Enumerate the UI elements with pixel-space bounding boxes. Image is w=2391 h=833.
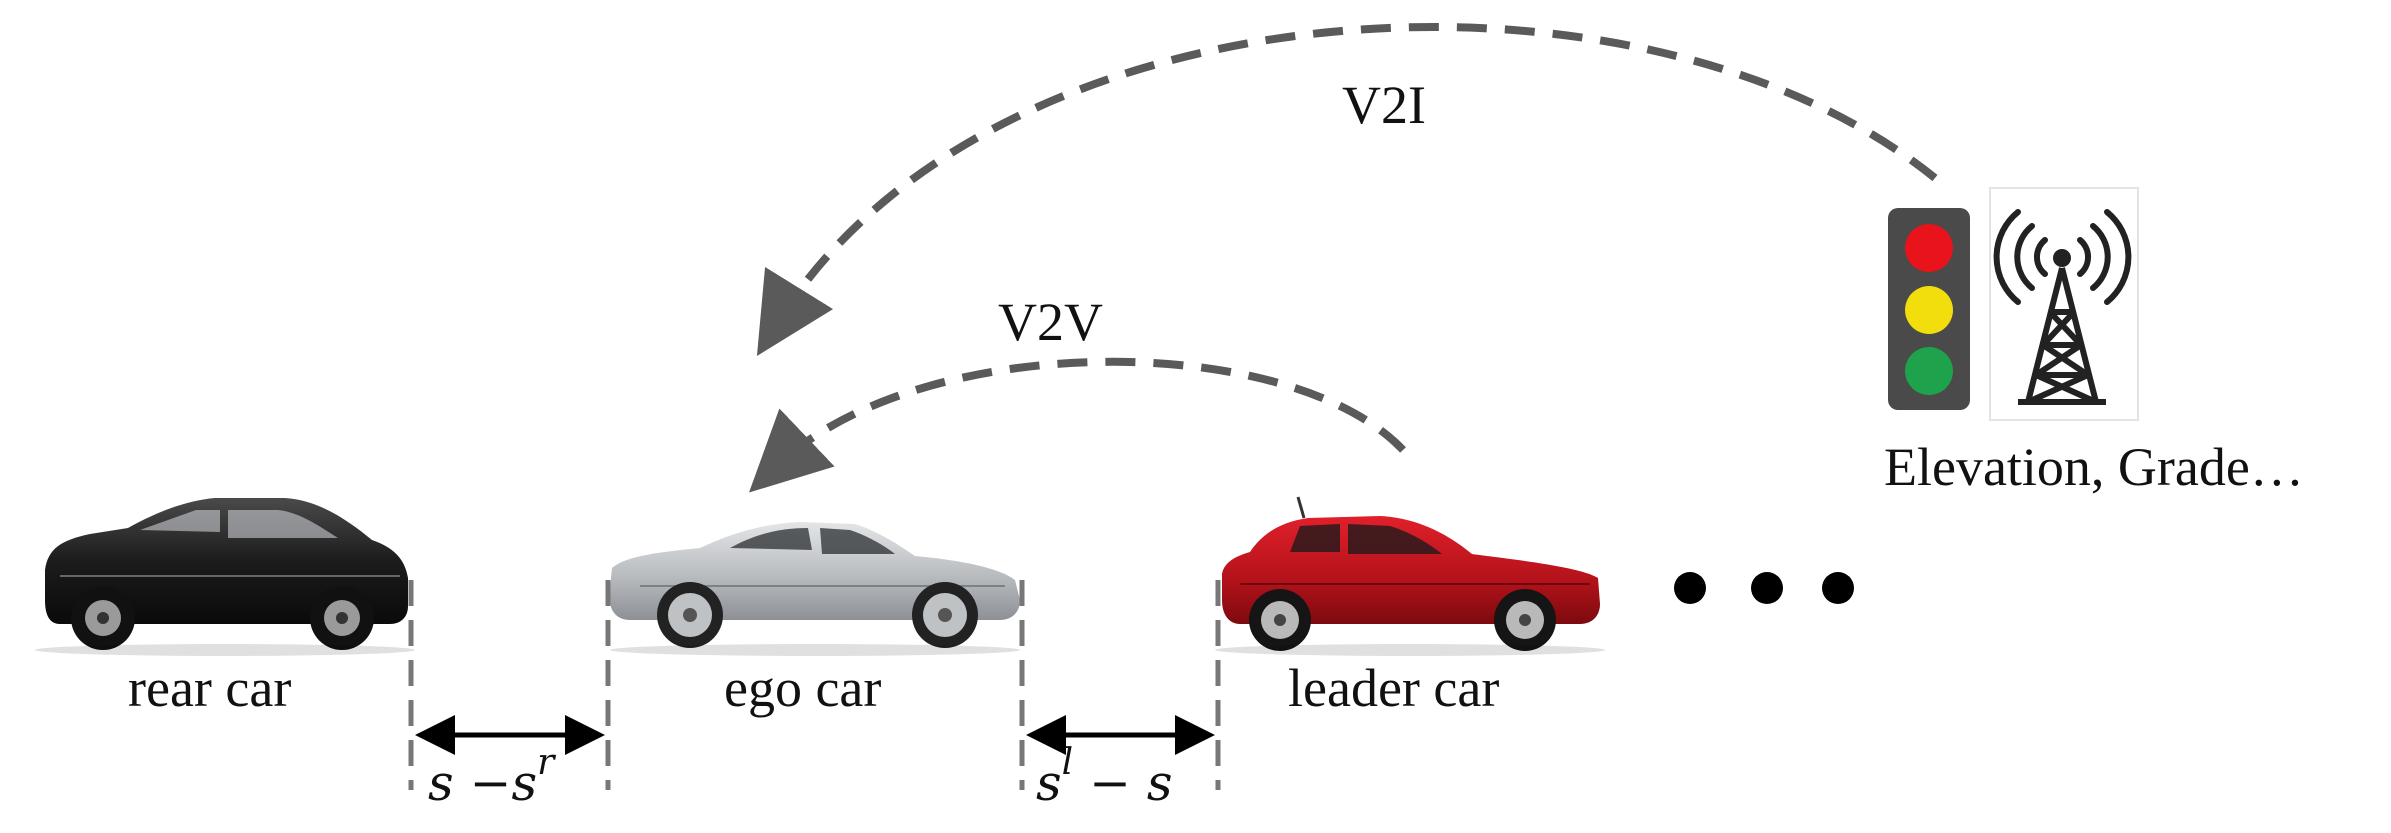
rear-car-image [35, 498, 415, 656]
leader-gap-label: sl − s [1036, 742, 1173, 812]
traffic-light-red [1905, 224, 1953, 272]
v2v-label: V2V [998, 292, 1103, 352]
ego-car-label: ego car [724, 658, 881, 718]
rear-car-label: rear car [128, 658, 291, 718]
radio-tower-icon [1989, 187, 2139, 421]
traffic-light-yellow [1905, 286, 1953, 334]
leader-car-image [1215, 496, 1605, 656]
infrastructure-caption: Elevation, Grade… [1884, 437, 2304, 497]
v2i-label: V2I [1342, 75, 1426, 135]
ellipsis-dots [1674, 572, 1854, 604]
ego-car-image [610, 522, 1020, 656]
v2v-arrow [748, 357, 1406, 493]
traffic-light-icon [1888, 208, 1970, 410]
v2i-arrow [756, 23, 1938, 356]
leader-car-label: leader car [1288, 658, 1499, 718]
traffic-light-green [1905, 347, 1953, 395]
rear-gap-label: s −sr [428, 742, 556, 812]
